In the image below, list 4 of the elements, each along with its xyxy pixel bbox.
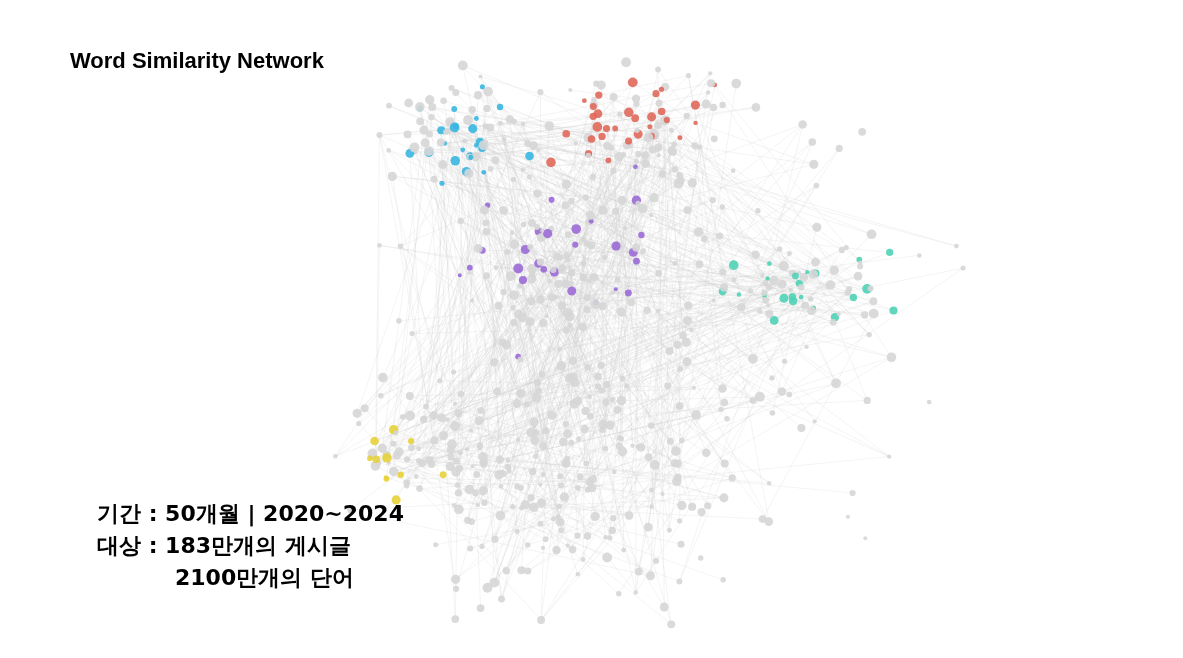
info-text: 대상 : 183만개의 게시글 [97, 532, 351, 560]
title: Word Similarity Network [70, 47, 324, 75]
info-text: 2100만개의 단어 [175, 564, 354, 592]
info-text: 기간 : 50개월 | 2020~2024 [97, 500, 404, 529]
